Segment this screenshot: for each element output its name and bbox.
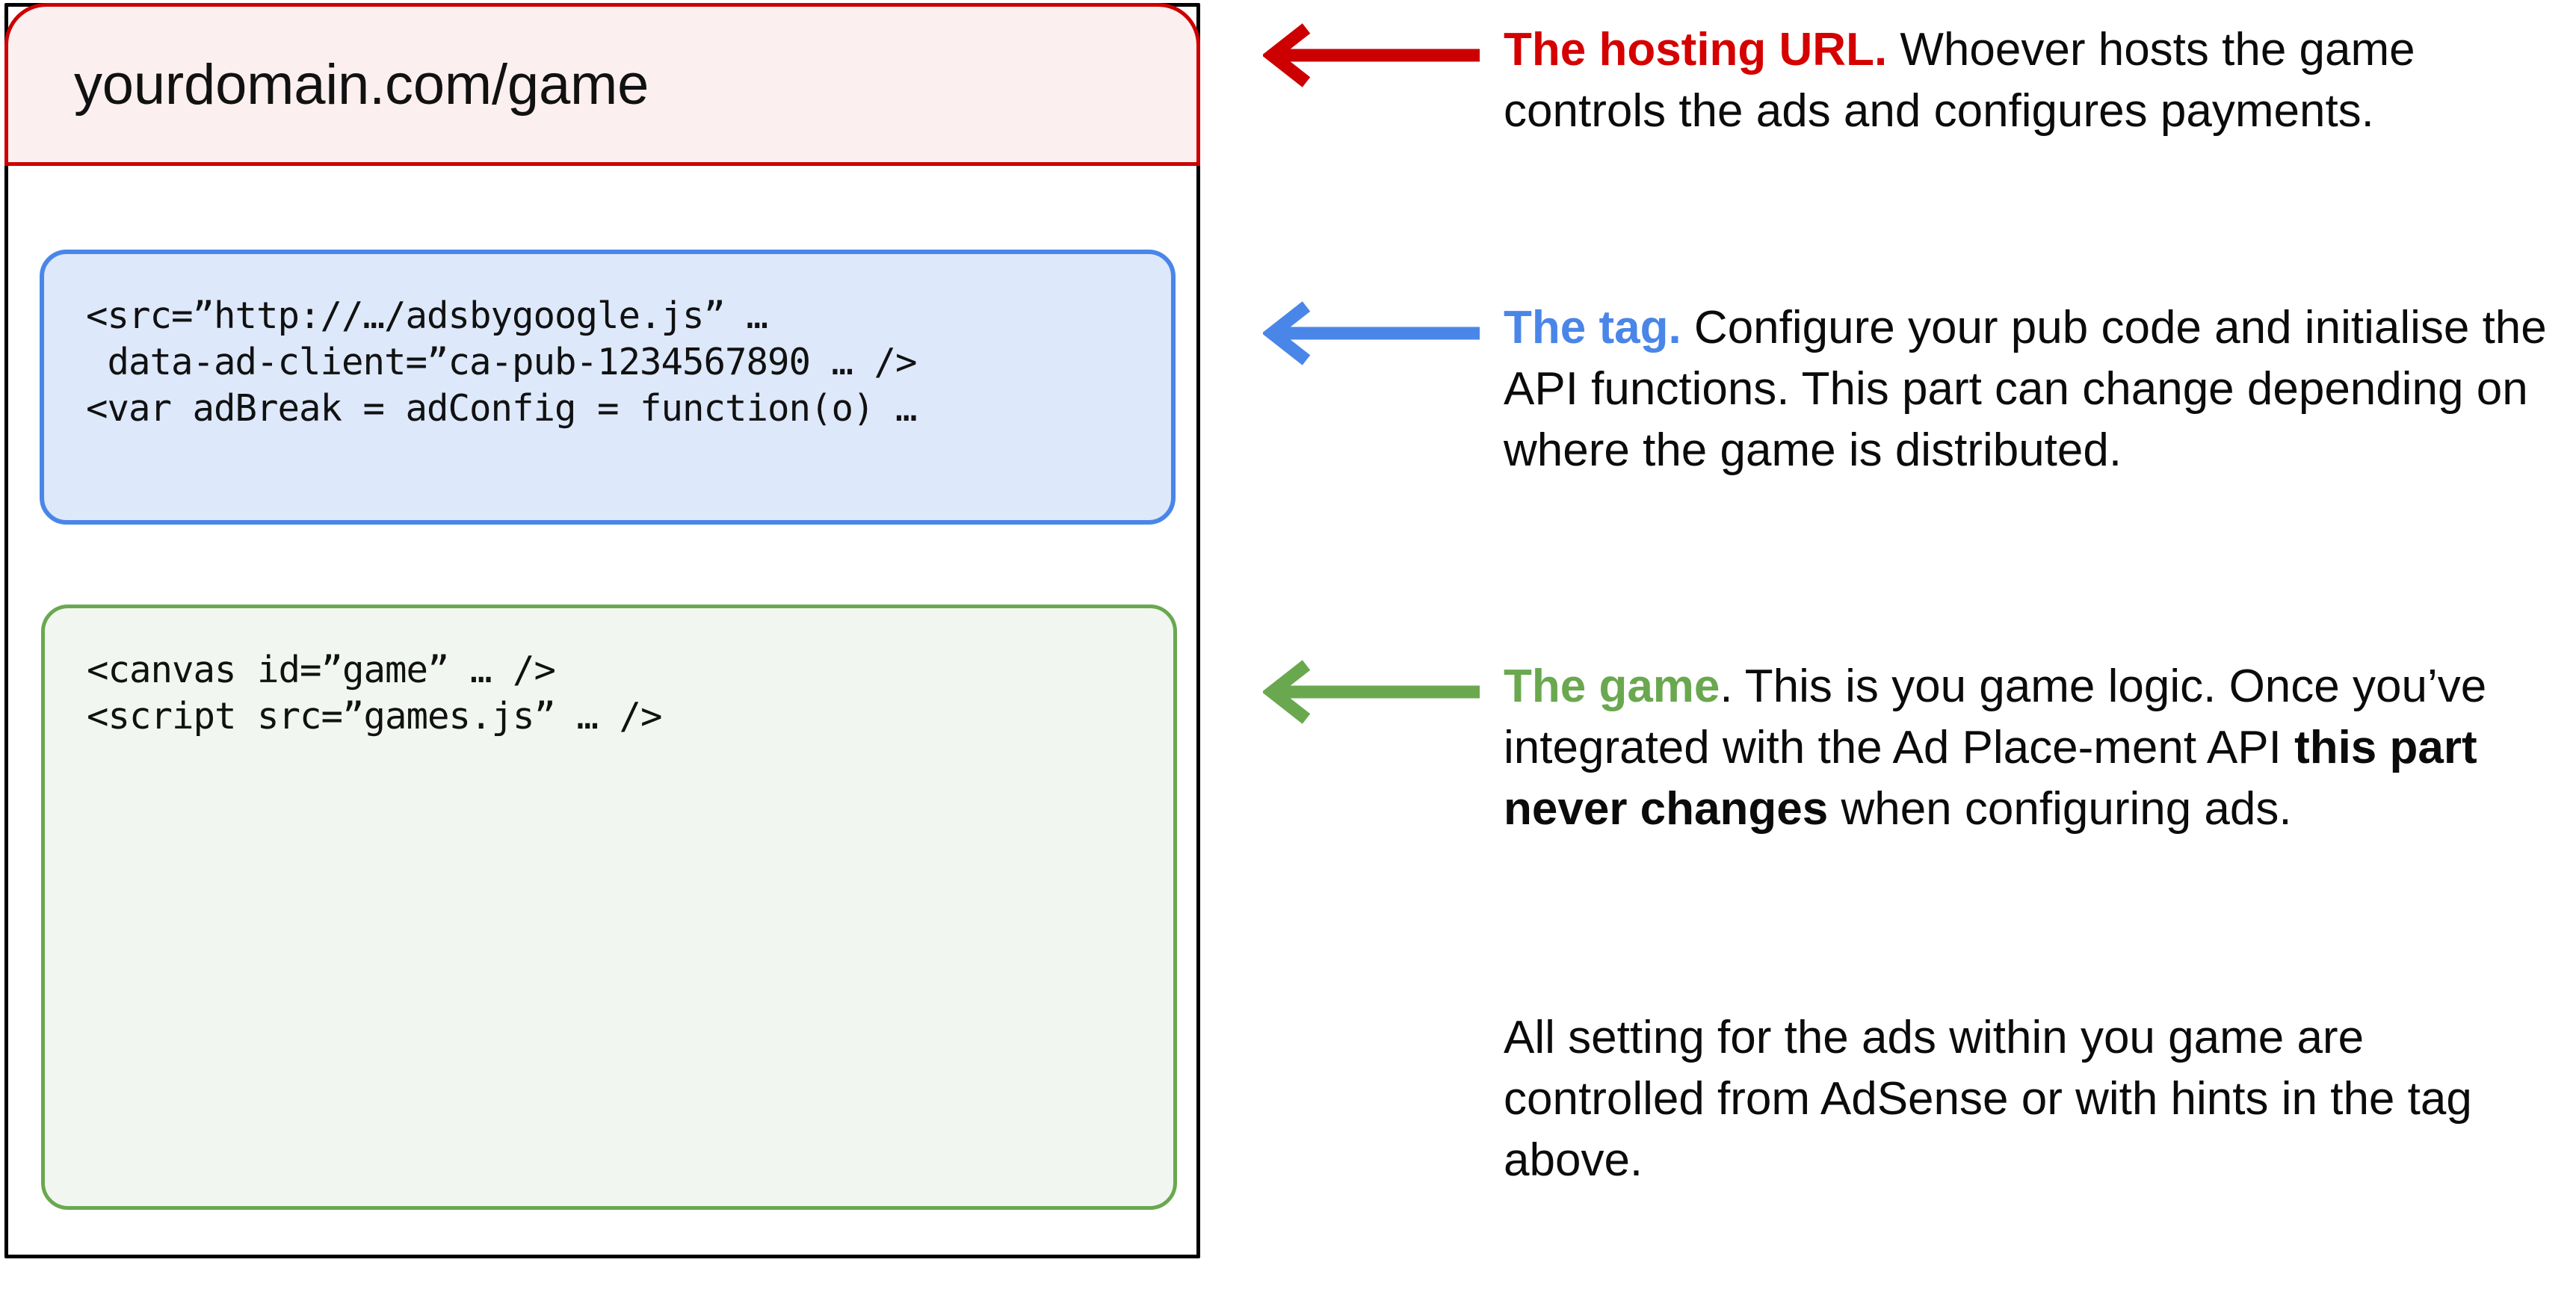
annotation-body-pre-game: This is you game logic. Once you’ve inte… [1504,661,2487,773]
annotation-lead-hosting-url: The hosting URL. [1504,24,1888,75]
annotation-text-game: The game. This is you game logic. Once y… [1504,656,2572,839]
annotation-lead-game: The game [1504,661,1720,712]
annotation-text-tag: The tag. Configure your pub code and ini… [1504,297,2572,480]
annotation-extra-paragraph: All setting for the ads within you game … [1504,1012,2472,1186]
left-arrow-icon-green [1263,660,1480,724]
annotation-lead-suffix-game: . [1720,661,1733,712]
code-line: <canvas id=”game” … /> [87,649,556,691]
left-arrow-icon-red [1263,23,1480,87]
annotation-column: The hosting URL. Whoever hosts the game … [1263,0,2576,1292]
url-bar[interactable]: yourdomain.com/game [4,3,1200,166]
annotation-lead-tag: The tag. [1504,302,1681,353]
game-code-block: <canvas id=”game” … /> <script src=”game… [41,605,1177,1210]
annotation-body-tag: Configure your pub code and initialise t… [1504,302,2547,476]
ad-tag-code-block: <src=”http://…/adsbygoogle.js” … data-ad… [40,250,1176,525]
left-arrow-icon-blue [1263,301,1480,365]
annotation-body-strong-game: this part never changes [1504,721,2477,835]
code-line: <var adBreak = adConfig = function(o) … [86,387,918,430]
annotation-text-hosting-url: The hosting URL. Whoever hosts the game … [1504,19,2572,142]
annotation-body-post-game: when configuring ads. [1828,782,2292,835]
code-line: data-ad-client=”ca-pub-1234567890 … /> [86,341,918,384]
url-text: yourdomain.com/game [74,52,649,117]
code-line: <src=”http://…/adsbygoogle.js” … [86,294,768,337]
browser-window-mock: yourdomain.com/game <src=”http://…/adsby… [4,3,1200,1258]
code-line: <script src=”games.js” … /> [87,695,663,738]
annotation-body-hosting-url: Whoever hosts the game controls the ads … [1504,24,2415,137]
